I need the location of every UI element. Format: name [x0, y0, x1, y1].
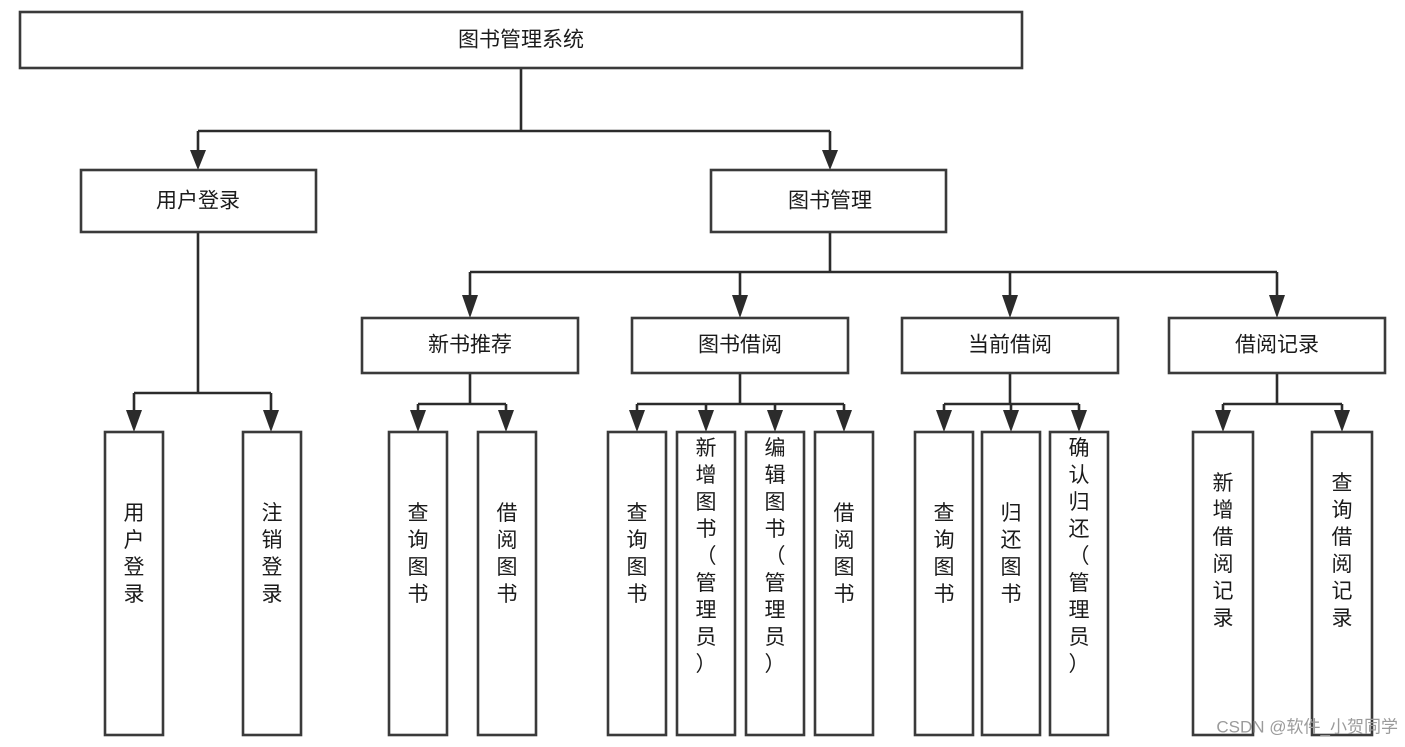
- leaf-user-login-logout[interactable]: 注销登录: [241, 430, 303, 737]
- leaf-user-login-logout-label: 注销登录: [262, 502, 283, 606]
- leaf-user-login-login[interactable]: 用户登录: [103, 430, 165, 737]
- arrow-head-bb-leaf-2: [698, 410, 714, 432]
- node-book-borrow-box[interactable]: [630, 316, 850, 375]
- leaf-current-borrow-confirm-label: 确认归还（管理员）: [1069, 437, 1090, 676]
- node-borrow-record[interactable]: 借阅记录: [1167, 316, 1387, 375]
- arrow-head-bb-leaf-3: [767, 410, 783, 432]
- leaf-book-borrow-add[interactable]: 新增图书（管理员）: [675, 430, 737, 737]
- arrow-head-nb-leaf-1: [410, 410, 426, 432]
- leaf-borrow-record-add-label: 新增借阅记录: [1213, 472, 1234, 630]
- node-book-borrow-label: 图书借阅: [698, 334, 782, 357]
- leaf-new-book-borrow-label: 借阅图书: [497, 502, 518, 606]
- leaf-book-borrow-edit-box[interactable]: [744, 430, 806, 737]
- node-borrow-record-box[interactable]: [1167, 316, 1387, 375]
- leaf-borrow-record-query-label: 查询借阅记录: [1332, 472, 1353, 630]
- arrow-head-cb-leaf-2: [1003, 410, 1019, 432]
- leaf-book-borrow-edit[interactable]: 编辑图书（管理员）: [744, 430, 806, 737]
- arrow-head-cb-leaf-3: [1071, 410, 1087, 432]
- leaf-book-borrow-borrow-label: 借阅图书: [834, 502, 855, 606]
- arrow-head-current-borrow: [1002, 295, 1018, 318]
- node-current-borrow-box[interactable]: [900, 316, 1120, 375]
- node-new-book-recommend-box[interactable]: [360, 316, 580, 375]
- arrow-head-borrow-record: [1269, 295, 1285, 318]
- arrow-head-book-borrow: [732, 295, 748, 318]
- leaf-user-login-login-label: 用户登录: [124, 502, 145, 606]
- leaf-current-borrow-return-box[interactable]: [980, 430, 1042, 737]
- leaf-new-book-query[interactable]: 查询图书: [387, 430, 449, 737]
- watermark-label: CSDN @软件_小贺同学: [1216, 717, 1398, 736]
- node-new-book-recommend-label: 新书推荐: [428, 334, 512, 357]
- leaf-current-borrow-query-box[interactable]: [913, 430, 975, 737]
- leaf-current-borrow-return-label: 归还图书: [1001, 502, 1022, 606]
- leaf-current-borrow-return[interactable]: 归还图书: [980, 430, 1042, 737]
- leaf-new-book-borrow-box[interactable]: [476, 430, 538, 737]
- node-borrow-record-label: 借阅记录: [1235, 334, 1319, 357]
- arrow-head-user-login: [190, 150, 206, 170]
- leaf-borrow-record-query[interactable]: 查询借阅记录: [1310, 430, 1374, 737]
- node-user-login-label: 用户登录: [156, 190, 240, 213]
- leaf-book-borrow-add-label: 新增图书（管理员）: [696, 437, 717, 676]
- leaf-current-borrow-confirm[interactable]: 确认归还（管理员）: [1048, 430, 1110, 737]
- leaf-new-book-query-box[interactable]: [387, 430, 449, 737]
- leaf-borrow-record-query-box[interactable]: [1310, 430, 1374, 737]
- leaf-new-book-borrow[interactable]: 借阅图书: [476, 430, 538, 737]
- leaf-user-login-login-box[interactable]: [103, 430, 165, 737]
- arrow-head-cb-leaf-1: [936, 410, 952, 432]
- arrow-head-bb-leaf-1: [629, 410, 645, 432]
- leaf-borrow-record-add[interactable]: 新增借阅记录: [1191, 430, 1255, 737]
- arrow-head-nb-leaf-2: [498, 410, 514, 432]
- node-current-borrow[interactable]: 当前借阅: [900, 316, 1120, 375]
- node-book-manage-label: 图书管理: [788, 190, 872, 213]
- leaf-user-login-logout-box[interactable]: [241, 430, 303, 737]
- arrow-head-br-leaf-1: [1215, 410, 1231, 432]
- node-user-login-box[interactable]: [79, 168, 318, 234]
- node-root-system[interactable]: 图书管理系统: [18, 10, 1024, 70]
- leaf-book-borrow-query-box[interactable]: [606, 430, 668, 737]
- node-root-box[interactable]: [18, 10, 1024, 70]
- connector-group: [126, 68, 1350, 432]
- leaf-book-borrow-edit-label: 编辑图书（管理员）: [765, 437, 786, 676]
- leaf-current-borrow-query[interactable]: 查询图书: [913, 430, 975, 737]
- arrow-head-new-book: [462, 295, 478, 318]
- node-book-manage[interactable]: 图书管理: [709, 168, 948, 234]
- arrow-head-br-leaf-2: [1334, 410, 1350, 432]
- leaf-book-borrow-add-box[interactable]: [675, 430, 737, 737]
- arrow-head-bb-leaf-4: [836, 410, 852, 432]
- node-current-borrow-label: 当前借阅: [968, 334, 1052, 357]
- node-book-borrow[interactable]: 图书借阅: [630, 316, 850, 375]
- leaf-current-borrow-confirm-box[interactable]: [1048, 430, 1110, 737]
- leaf-book-borrow-query-label: 查询图书: [627, 502, 648, 606]
- arrow-head-book-manage: [822, 150, 838, 170]
- node-root-label: 图书管理系统: [458, 29, 584, 52]
- leaf-book-borrow-query[interactable]: 查询图书: [606, 430, 668, 737]
- arrow-head-leaf-user-login: [126, 410, 142, 432]
- leaf-book-borrow-borrow[interactable]: 借阅图书: [813, 430, 875, 737]
- leaf-new-book-query-label: 查询图书: [408, 502, 429, 606]
- leaf-borrow-record-add-box[interactable]: [1191, 430, 1255, 737]
- node-book-manage-box[interactable]: [709, 168, 948, 234]
- arrow-head-leaf-logout: [263, 410, 279, 432]
- leaf-current-borrow-query-label: 查询图书: [934, 502, 955, 606]
- leaf-book-borrow-borrow-box[interactable]: [813, 430, 875, 737]
- node-new-book-recommend[interactable]: 新书推荐: [360, 316, 580, 375]
- node-user-login[interactable]: 用户登录: [79, 168, 318, 234]
